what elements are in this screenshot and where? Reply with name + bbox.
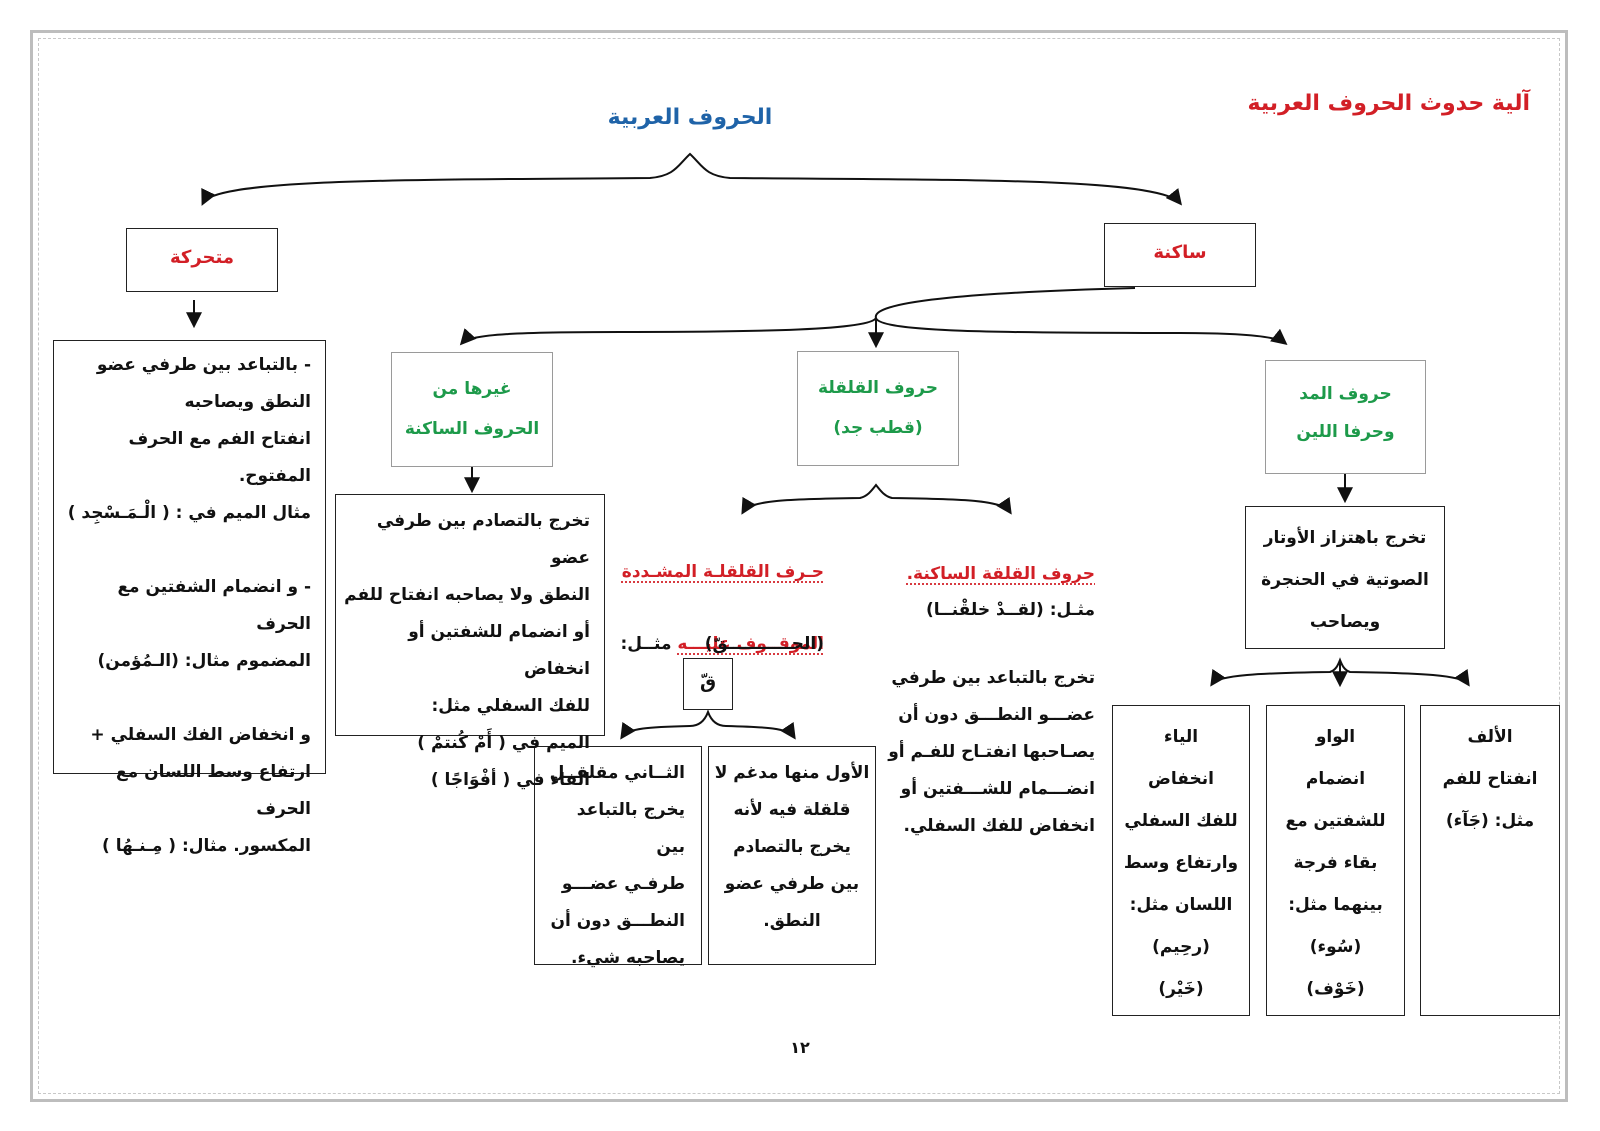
waw-text: الواو انضمام للشفتين مع بقاء فرجة بينهما… — [1285, 727, 1386, 999]
qalqala-sakina-example: مثـل: (لقــدْ خلقْنــا) — [925, 600, 1095, 620]
first-box: الأول منها مدغم لا قلقلة فيه لأنه يخرج ب… — [708, 746, 876, 965]
ya-box: الياء انخفاض للفك السفلي وارتفاع وسط الل… — [1112, 705, 1250, 1016]
qalqala-mushaddada-example-3: (الحـــــــــــقّ) — [704, 634, 824, 654]
qalqala-mushaddada-heading: حـرف القلقلـة المشـددة — [621, 562, 824, 582]
page-title: آلية حدوث الحروف العربية — [1247, 91, 1530, 116]
qalqala-mushaddada-example-2: مثــل: — [620, 634, 678, 654]
others-desc: تخرج بالتصادم بين طرفي عضو النطق ولا يصا… — [344, 511, 590, 790]
mutaharrika-box: متحركة — [126, 228, 278, 292]
others-box: غيرها من الحروف الساكنة — [391, 352, 553, 467]
mutaharrika-label: متحركة — [169, 247, 235, 268]
mutaharrika-desc: - بالتباعد بين طرفي عضو النطق ويصاحبه ان… — [67, 355, 311, 856]
sakina-label: ساكنة — [1153, 242, 1207, 263]
second-text: الثــاني مقلقــل يخرج بالتباعد بين طرفـي… — [549, 763, 685, 968]
qalqala-brace — [741, 483, 1012, 515]
sakina-brace-left — [459, 317, 877, 346]
page-frame — [30, 30, 1568, 1102]
qaf-box: قّ — [683, 658, 733, 710]
qalqala-sakina-heading: حروف القلقة الساكنة. — [906, 564, 1095, 584]
page-frame-inner — [38, 38, 1560, 1094]
sakina-brace — [874, 287, 1288, 345]
mutaharrika-desc-box: - بالتباعد بين طرفي عضو النطق ويصاحبه ان… — [53, 340, 326, 856]
sakina-box: ساكنة — [1104, 223, 1256, 287]
madd-label: حروف المد وحرفا اللين — [1296, 384, 1395, 442]
qalqala-label: حروف القلقلة (قطب جد) — [818, 378, 938, 438]
alif-text: الألف انفتاح للفم مثل: (جَآء) — [1442, 727, 1538, 831]
others-label: غيرها من الحروف الساكنة — [404, 379, 540, 439]
qalqala-box: حروف القلقلة (قطب جد) — [797, 351, 959, 466]
waw-box: الواو انضمام للشفتين مع بقاء فرجة بينهما… — [1266, 705, 1405, 1016]
qalqala-sakina-desc: تخرج بالتباعد بين طرفي عضـــو النطـــق د… — [888, 668, 1095, 836]
qalqala-mushaddada-example-1: الموقــوف عليـــه — [677, 634, 824, 654]
madd-box: حروف المد وحرفا اللين — [1265, 360, 1426, 474]
others-desc-box: تخرج بالتصادم بين طرفي عضو النطق ولا يصا… — [335, 494, 605, 790]
root-heading: الحروف العربية — [607, 105, 773, 130]
qaf-brace — [620, 709, 796, 740]
first-text: الأول منها مدغم لا قلقلة فيه لأنه يخرج ب… — [714, 763, 870, 931]
page-number: ١٢ — [790, 1038, 810, 1057]
ya-text: الياء انخفاض للفك السفلي وارتفاع وسط الل… — [1123, 727, 1239, 999]
qaf-letter: قّ — [699, 672, 717, 693]
madd-desc: تخرج باهتزاز الأوتار الصوتية في الحنجرة … — [1261, 528, 1429, 632]
qalqala-mushaddada-example-line: الموقــوف عليـــه مثــل: — [600, 590, 824, 662]
root-brace — [201, 152, 1183, 206]
second-box: الثــاني مقلقــل يخرج بالتباعد بين طرفـي… — [534, 746, 702, 968]
madd-desc-box: تخرج باهتزاز الأوتار الصوتية في الحنجرة … — [1245, 506, 1445, 649]
alif-box: الألف انفتاح للفم مثل: (جَآء) — [1420, 705, 1560, 1016]
